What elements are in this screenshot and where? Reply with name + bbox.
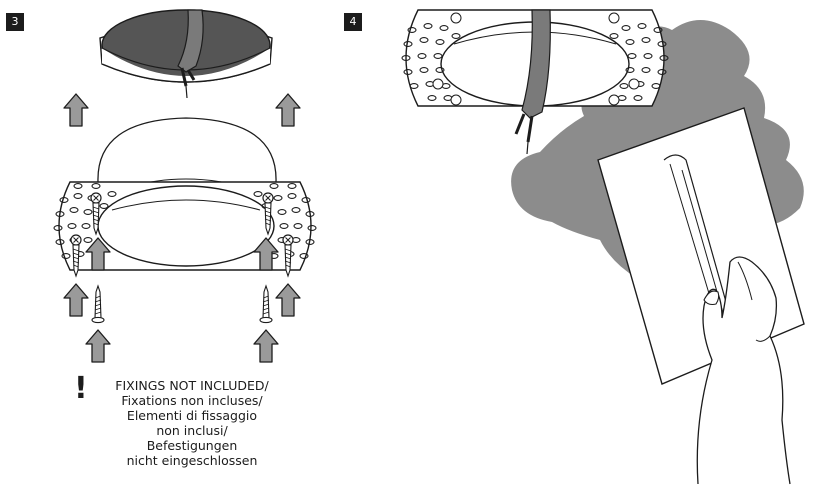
screw-icon <box>91 285 105 324</box>
step-4-badge: 4 <box>344 13 362 31</box>
screw-icon <box>259 285 273 324</box>
up-arrow-icon <box>275 283 301 317</box>
up-arrow-icon <box>275 93 301 127</box>
up-arrow-icon <box>63 283 89 317</box>
cable-installed <box>514 9 551 155</box>
up-arrow-icon <box>253 329 279 363</box>
up-arrow-icon <box>85 329 111 363</box>
hand-icon <box>696 256 791 485</box>
note-line-en: FIXINGS NOT INCLUDED/ <box>115 378 269 393</box>
note-line-it-2: non inclusi/ <box>156 423 228 438</box>
note-line-de-2: nicht eingeschlossen <box>126 453 258 468</box>
note-line-de-1: Befestigungen <box>146 438 238 453</box>
cable <box>177 9 204 99</box>
note-line-fr: Fixations non incluses/ <box>121 393 263 408</box>
exclamation-icon: ! <box>74 371 88 406</box>
dome-light <box>97 117 277 191</box>
step-3-badge: 3 <box>6 13 24 31</box>
note-line-it-1: Elementi di fissaggio <box>126 408 258 423</box>
up-arrow-icon <box>63 93 89 127</box>
mounting-plate <box>53 181 317 271</box>
